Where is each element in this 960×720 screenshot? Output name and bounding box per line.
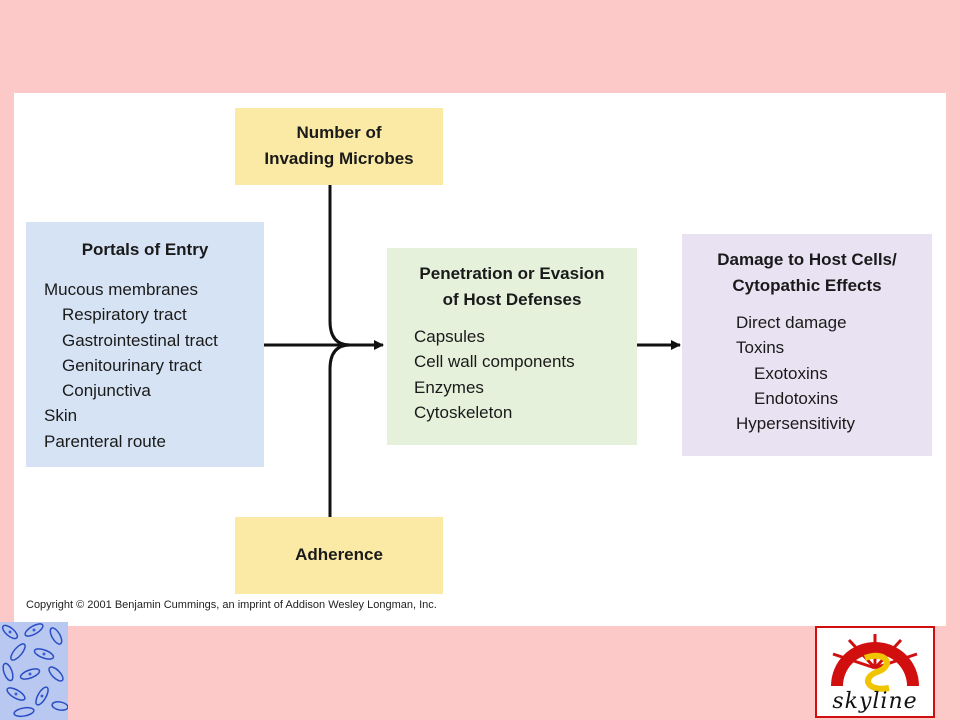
list-item: Respiratory tract xyxy=(62,305,187,325)
damage-title: Damage to Host Cells/ Cytopathic Effects xyxy=(717,250,897,295)
arrow-from-top xyxy=(328,185,351,347)
adherence-title: Adherence xyxy=(295,545,383,564)
list-item: Hypersensitivity xyxy=(736,414,856,434)
copyright-text: Copyright © 2001 Benjamin Cummings, an i… xyxy=(26,599,437,611)
adherence-box: Adherence xyxy=(235,517,443,594)
diagram-panel: Number of Invading Microbes Adherence Po… xyxy=(14,93,946,626)
list-item: Mucous membranes xyxy=(44,280,199,299)
list-item: Cell wall components xyxy=(414,352,575,372)
damage-box: Damage to Host Cells/ Cytopathic Effects… xyxy=(682,234,932,456)
list-item: Enzymes xyxy=(414,377,484,397)
list-item: Genitourinary tract xyxy=(62,355,202,375)
connector-arrows xyxy=(264,185,681,517)
list-item: Capsules xyxy=(414,327,485,346)
portals-of-entry-title: Portals of Entry xyxy=(81,240,209,259)
skyline-logo-text: skyline xyxy=(832,689,918,714)
penetration-title: Penetration or Evasion of Host Defenses xyxy=(419,264,605,309)
list-item: Direct damage xyxy=(736,313,847,332)
list-item: Skin xyxy=(44,406,78,426)
arrow-from-bottom xyxy=(328,343,351,517)
list-item: Cytoskeleton xyxy=(414,402,513,422)
list-item: Gastrointestinal tract xyxy=(62,330,218,350)
list-item: Exotoxins xyxy=(754,363,828,383)
list-item: Parenteral route xyxy=(44,431,166,451)
invading-microbes-title: Number of Invading Microbes xyxy=(264,123,414,168)
penetration-box: Penetration or Evasion of Host Defenses … xyxy=(387,248,637,445)
list-item: Conjunctiva xyxy=(62,381,151,401)
cell-pattern-image xyxy=(0,622,68,720)
invading-microbes-box: Number of Invading Microbes xyxy=(235,108,443,185)
list-item: Toxins xyxy=(736,338,785,358)
skyline-logo-mark xyxy=(831,634,919,692)
skyline-logo: skyline xyxy=(815,626,935,718)
list-item: Endotoxins xyxy=(754,388,839,408)
